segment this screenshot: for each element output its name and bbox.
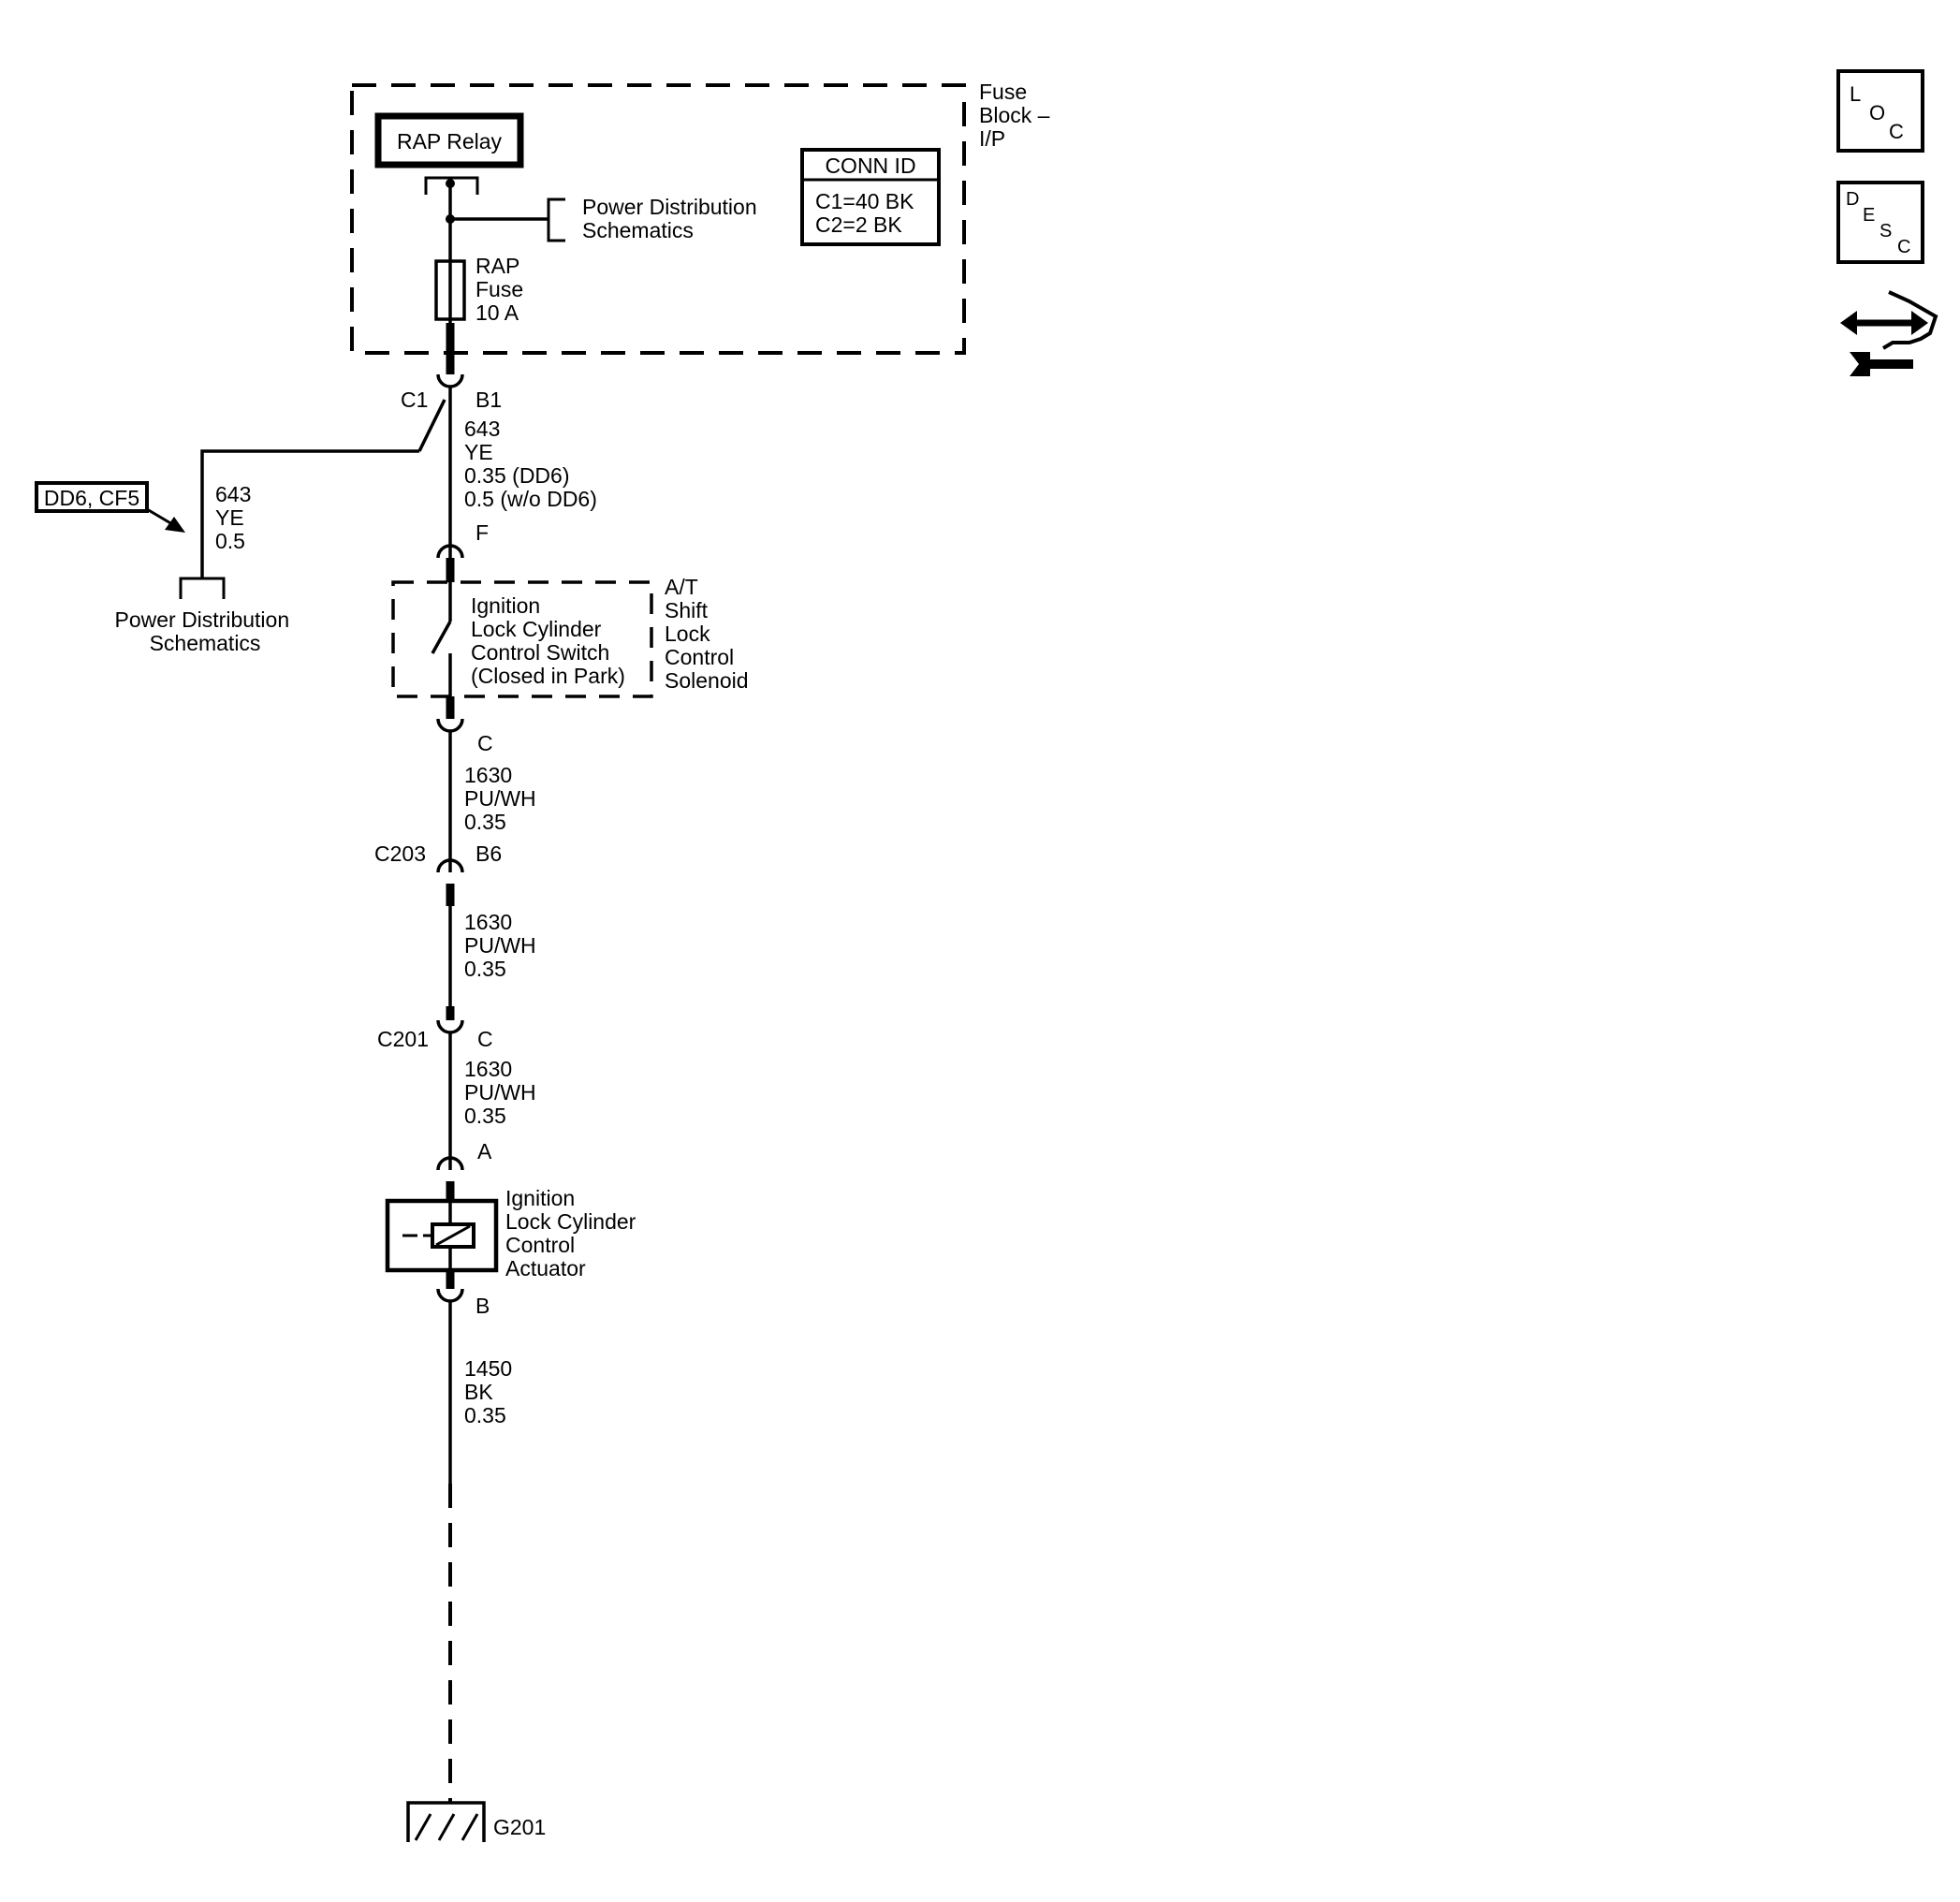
solenoid-label: A/T Shift Lock Control Solenoid bbox=[665, 575, 749, 693]
ground-icon bbox=[406, 1801, 486, 1842]
c203-connector-label: C203 bbox=[374, 841, 426, 866]
option-tag[interactable]: DD6, CF5 bbox=[35, 481, 185, 533]
svg-text:C: C bbox=[1897, 237, 1910, 257]
fuse-block-label: Fuse Block – I/P bbox=[979, 80, 1056, 151]
conn-id-values: C1=40 BK C2=2 BK bbox=[815, 189, 920, 237]
solenoid-pin-f-label: F bbox=[475, 520, 489, 545]
splice-branch-wire: 643 YE 0.5 Power Distribution Schematics bbox=[114, 399, 446, 655]
ignition-lock-actuator[interactable] bbox=[385, 1181, 499, 1289]
option-tag-label: DD6, CF5 bbox=[44, 486, 139, 510]
svg-text:L: L bbox=[1850, 82, 1861, 106]
option-tag-arrow-icon bbox=[165, 517, 185, 533]
solenoid-pin-c-label: C bbox=[477, 731, 493, 755]
branch-wire-label: 643 YE 0.5 bbox=[215, 482, 257, 553]
shift-lock-solenoid: Ignition Lock Cylinder Control Switch (C… bbox=[391, 558, 749, 719]
c203-pin-label: B6 bbox=[475, 841, 502, 866]
location-icon[interactable]: L O C bbox=[1836, 69, 1924, 153]
svg-text:E: E bbox=[1863, 205, 1875, 226]
rap-relay[interactable]: RAP Relay bbox=[374, 112, 524, 168]
wire-1630-label-2: 1630 PU/WH 0.35 bbox=[464, 910, 542, 981]
svg-text:D: D bbox=[1846, 189, 1859, 210]
rap-fuse-label: RAP Fuse 10 A bbox=[475, 254, 530, 325]
c201-connector-label: C201 bbox=[377, 1027, 429, 1051]
ground-label: G201 bbox=[493, 1815, 546, 1839]
c201-connector-icon[interactable] bbox=[436, 1019, 464, 1034]
svg-text:C: C bbox=[1889, 120, 1904, 143]
svg-text:O: O bbox=[1869, 101, 1885, 124]
wire-643-label: 643 YE 0.35 (DD6) 0.5 (w/o DD6) bbox=[464, 417, 597, 511]
solenoid-boundary bbox=[391, 580, 653, 698]
fuse-block: Fuse Block – I/P RAP Relay Power Distrib… bbox=[350, 80, 1056, 355]
actuator-pin-b-label: B bbox=[475, 1294, 490, 1318]
ignition-lock-switch-icon[interactable] bbox=[431, 621, 452, 654]
c1-connector-label: C1 bbox=[401, 388, 428, 412]
c201-pin-label: C bbox=[477, 1027, 493, 1051]
actuator-label: Ignition Lock Cylinder Control Actuator bbox=[505, 1186, 642, 1280]
rap-fuse[interactable] bbox=[434, 257, 466, 323]
power-distribution-ref-bracket bbox=[547, 198, 565, 242]
fuse-block-boundary bbox=[350, 83, 966, 355]
branch-power-distribution-label[interactable]: Power Distribution Schematics bbox=[114, 607, 295, 655]
c1-pin-label: B1 bbox=[475, 388, 502, 412]
conn-id-box: CONN ID C1=40 BK C2=2 BK bbox=[800, 148, 941, 246]
actuator-pin-b-icon[interactable] bbox=[436, 1288, 464, 1303]
description-icon[interactable]: D E S C bbox=[1836, 181, 1924, 264]
wire-1630-label-1: 1630 PU/WH 0.35 bbox=[464, 763, 542, 834]
wire-1450-label: 1450 BK 0.35 bbox=[464, 1356, 519, 1427]
branch-power-distribution-bracket bbox=[179, 577, 226, 599]
repair-procedure-icon[interactable] bbox=[1840, 290, 1938, 376]
relay-contact-icon bbox=[424, 176, 479, 195]
conn-id-title: CONN ID bbox=[825, 154, 915, 178]
solenoid-pin-c-icon[interactable] bbox=[436, 718, 464, 733]
power-distribution-ref-label[interactable]: Power Distribution Schematics bbox=[582, 195, 763, 242]
ground-g201[interactable] bbox=[406, 1801, 486, 1842]
ignition-lock-switch-label: Ignition Lock Cylinder Control Switch (C… bbox=[471, 593, 625, 688]
rap-relay-label: RAP Relay bbox=[397, 129, 503, 154]
c1-connector-icon[interactable] bbox=[436, 373, 464, 388]
wire-1630-label-3: 1630 PU/WH 0.35 bbox=[464, 1057, 542, 1128]
actuator-pin-a-label: A bbox=[477, 1139, 492, 1163]
svg-text:S: S bbox=[1880, 221, 1892, 241]
